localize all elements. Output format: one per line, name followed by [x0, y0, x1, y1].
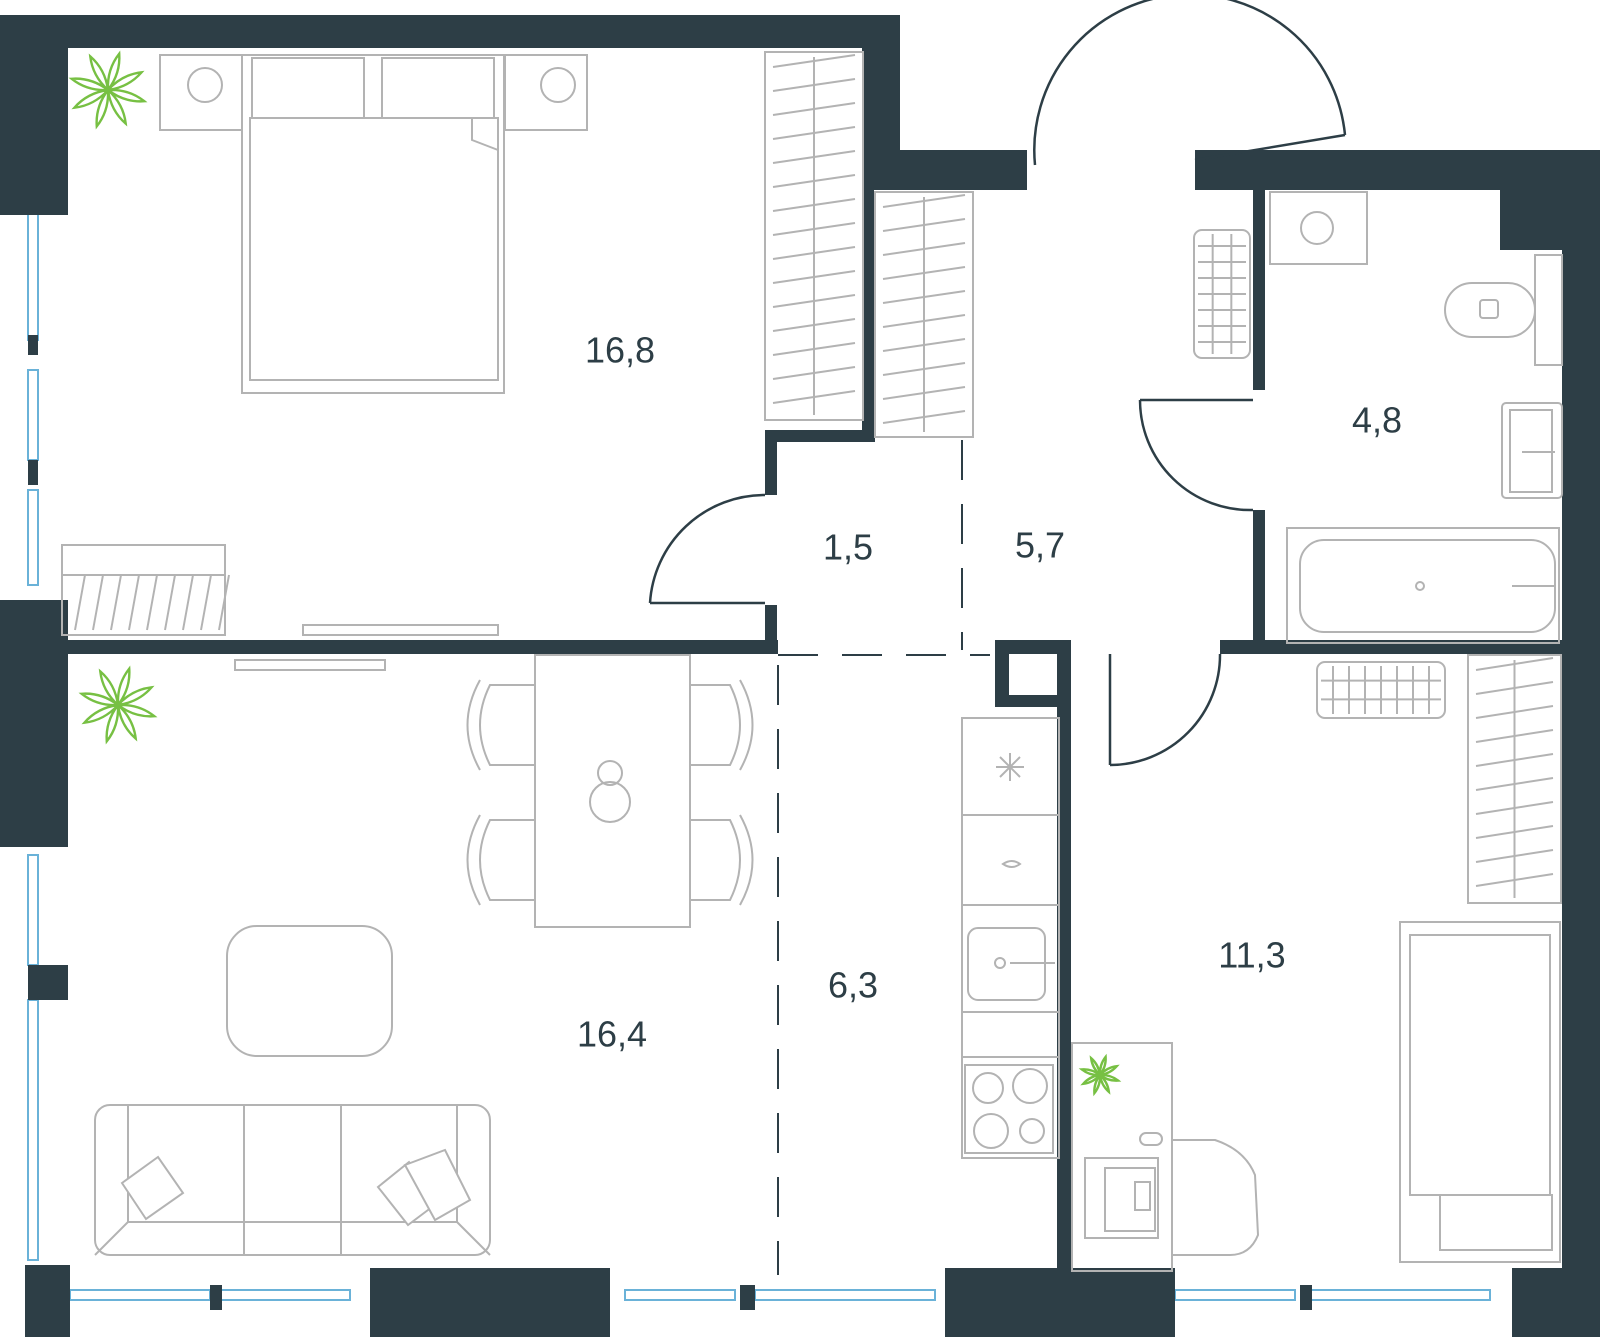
area-label-kitchen: 6,3: [828, 965, 878, 1006]
area-label-corridor: 1,5: [823, 527, 873, 568]
fridge-snowflake-icon: [996, 753, 1024, 781]
bedroom-wardrobe: [764, 51, 864, 421]
desk: [1071, 1042, 1173, 1272]
dining-table: [534, 654, 691, 928]
towel-radiator: [1193, 229, 1251, 359]
single-bed: [1399, 921, 1561, 1263]
washing-machine: [1269, 191, 1368, 265]
living-plant-icon: [78, 665, 158, 745]
hallway-wardrobe: [874, 191, 974, 438]
area-label-living-room: 16,4: [577, 1014, 647, 1055]
bedroom-plant-icon: [68, 50, 148, 130]
bathroom-fixtures: [1193, 191, 1563, 644]
living-tv: [234, 659, 386, 671]
bedroom-furniture: [61, 50, 864, 636]
kitchen-fixtures: [961, 717, 1060, 1159]
nightstand-left: [159, 54, 243, 131]
second-bedroom-wardrobe: [1467, 654, 1562, 904]
desk-plant-icon: [1078, 1053, 1122, 1097]
hallway-furniture: [874, 191, 974, 438]
area-label-bedroom: 16,8: [585, 330, 655, 371]
bedroom-tv: [302, 624, 499, 636]
dining-chair-back: [466, 814, 481, 906]
kitchen-counter: [961, 717, 1060, 1159]
bathtub: [1286, 527, 1560, 644]
dining-chair-back: [739, 814, 754, 906]
dining-chair-back: [739, 679, 754, 771]
area-label-hallway: 5,7: [1015, 525, 1065, 566]
nightstand-right: [504, 54, 588, 131]
entrance-door-swing[interactable]: [1033, 0, 1347, 166]
area-labels: 16,8 1,5 5,7 4,8 16,4 6,3 11,3: [577, 330, 1402, 1055]
dining-chair: [479, 819, 535, 901]
second-bedroom-door-swing[interactable]: [1109, 653, 1222, 767]
radiator: [1316, 661, 1446, 719]
doors: [648, 0, 1347, 767]
coffee-table: [226, 925, 393, 1057]
dishwasher-drop-icon: [1001, 860, 1022, 868]
living-room-furniture: [78, 654, 754, 1256]
bathroom-door-swing[interactable]: [1138, 399, 1254, 512]
windows: [27, 209, 1491, 1301]
dining-chair: [690, 819, 741, 901]
toilet-bowl: [1444, 282, 1536, 338]
double-bed: [241, 54, 505, 394]
dining-chair: [479, 684, 535, 766]
bathroom-sink: [1501, 402, 1563, 499]
cooktop: [964, 1064, 1054, 1154]
toilet-tank: [1534, 254, 1563, 366]
second-bedroom-furniture: [1071, 654, 1562, 1272]
desk-chair: [1172, 1139, 1260, 1256]
area-label-bathroom: 4,8: [1352, 400, 1402, 441]
dining-chair: [690, 684, 741, 766]
bedroom-door-swing[interactable]: [648, 493, 766, 604]
walls: [0, 15, 1600, 1337]
zone-dividers: [777, 440, 990, 1275]
bedroom-shelf: [61, 544, 226, 636]
dining-chair-back: [466, 679, 481, 771]
area-label-second-bedroom: 11,3: [1218, 935, 1285, 976]
sofa-cushion-left: [120, 1155, 185, 1221]
